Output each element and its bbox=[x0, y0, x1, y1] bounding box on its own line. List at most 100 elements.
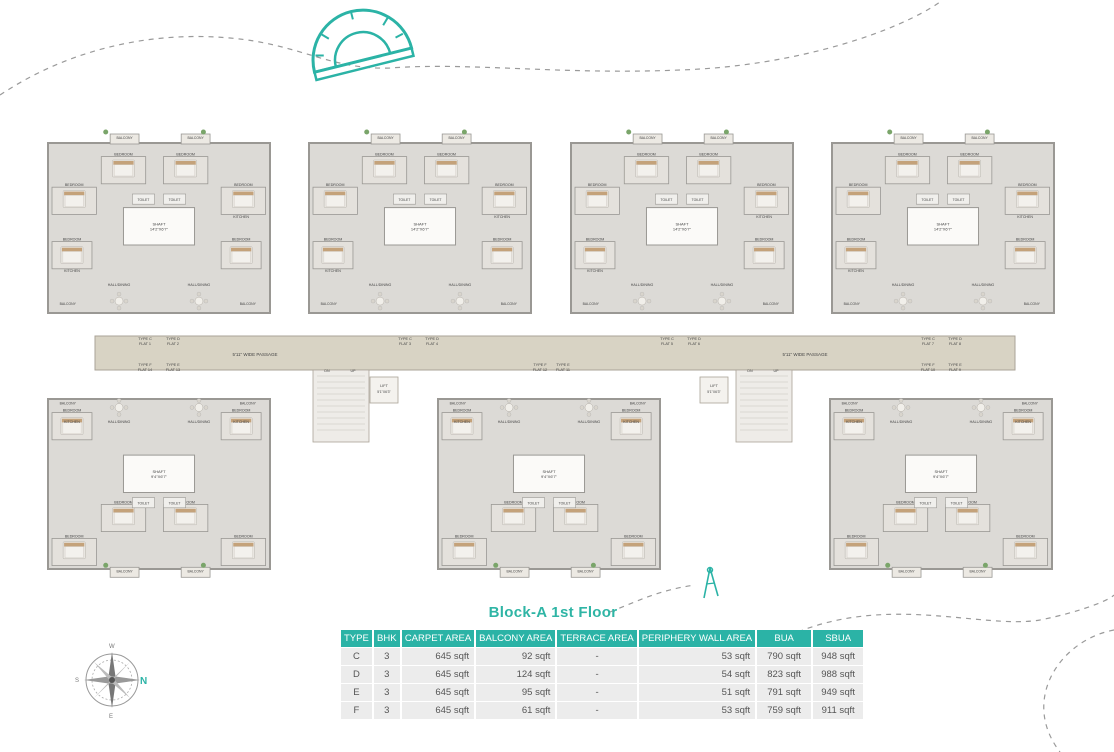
balcony-label: BALCONY bbox=[970, 569, 987, 573]
dining-chair bbox=[646, 298, 652, 304]
bedroom-label: BEDROOM bbox=[232, 409, 251, 413]
shaft-size: 9'4"X6'7" bbox=[541, 474, 558, 479]
bed-headboard bbox=[113, 508, 134, 513]
bed-headboard bbox=[492, 247, 513, 252]
bed-headboard bbox=[843, 418, 865, 423]
dining-chair bbox=[898, 412, 904, 417]
lift bbox=[699, 376, 729, 404]
balcony-label: BALCONY bbox=[711, 136, 728, 140]
table-cell: 645 sqft bbox=[401, 684, 475, 701]
bed-headboard bbox=[623, 542, 644, 547]
dining-chair bbox=[116, 412, 122, 417]
bedroom-label: BEDROOM bbox=[1016, 534, 1035, 538]
dining-chair bbox=[384, 298, 390, 304]
bed-sheet bbox=[844, 422, 864, 434]
bedroom-label: BEDROOM bbox=[588, 183, 607, 187]
balcony bbox=[180, 566, 211, 578]
bedroom-label: BEDROOM bbox=[699, 153, 718, 157]
dining-chair bbox=[116, 398, 122, 403]
shaft-label: SHAFT bbox=[542, 469, 556, 474]
bedroom-label: BEDROOM bbox=[455, 534, 474, 538]
compass-w: W bbox=[109, 644, 115, 650]
hall-label: HALL/DINING bbox=[972, 283, 995, 287]
balcony-label: BALCONY bbox=[449, 136, 466, 140]
dining-table bbox=[114, 403, 124, 412]
bed-headboard bbox=[754, 247, 775, 252]
plant bbox=[103, 129, 109, 135]
dining-chair bbox=[719, 305, 725, 311]
dining-chair bbox=[189, 298, 195, 304]
hall-label: HALL/DINING bbox=[578, 420, 601, 424]
dining-chair bbox=[980, 291, 986, 297]
balcony bbox=[109, 566, 140, 578]
bedroom-label: BEDROOM bbox=[757, 183, 776, 187]
bed-headboard bbox=[325, 191, 346, 196]
shaft bbox=[904, 454, 978, 494]
table-header-cell: TERRACE AREA bbox=[557, 630, 637, 647]
flat-number-tag: FLAT 4 bbox=[426, 342, 438, 346]
dining-chair bbox=[900, 305, 906, 311]
table-header-cell: TYPE bbox=[341, 630, 372, 647]
bed-headboard bbox=[64, 191, 85, 196]
bedroom-label: BEDROOM bbox=[65, 183, 84, 187]
balcony bbox=[441, 133, 472, 145]
flat-number-tag: FLAT 10 bbox=[921, 368, 935, 372]
toilet bbox=[914, 497, 937, 509]
dining-chair bbox=[905, 405, 911, 410]
table-cell: 3 bbox=[373, 666, 400, 683]
page-title: Block-A 1st Floor bbox=[488, 604, 618, 621]
plant bbox=[493, 562, 499, 568]
plant bbox=[364, 129, 370, 135]
dining-chair bbox=[506, 412, 512, 417]
dining-table bbox=[584, 403, 594, 412]
toilet-label: TOILET bbox=[920, 501, 932, 505]
kitchen-label: KITCHEN bbox=[454, 420, 470, 424]
balcony-label: BALCONY bbox=[116, 136, 133, 140]
bedroom-label: BEDROOM bbox=[1018, 183, 1037, 187]
flat-number-tag: FLAT 11 bbox=[556, 368, 570, 372]
table-cell: 823 sqft bbox=[757, 666, 812, 683]
stair-dn-label: DN bbox=[324, 369, 330, 373]
flat-type-tag: TYPE E bbox=[166, 363, 180, 367]
dining-chair bbox=[377, 291, 383, 297]
balcony-label: BALCONY bbox=[60, 402, 77, 406]
balcony-label: BALCONY bbox=[501, 302, 518, 306]
toilet-label: TOILET bbox=[528, 501, 540, 505]
bed-headboard bbox=[322, 247, 344, 252]
table-cell: - bbox=[557, 702, 637, 719]
hall-label: HALL/DINING bbox=[188, 420, 211, 424]
dining-chair bbox=[586, 398, 592, 403]
bed-sheet bbox=[757, 195, 776, 207]
stair-dn-label: DN bbox=[747, 369, 753, 373]
balcony-label: BALCONY bbox=[506, 569, 523, 573]
flat-number-tag: FLAT 14 bbox=[138, 368, 152, 372]
balcony bbox=[109, 133, 140, 145]
plant bbox=[984, 129, 990, 135]
stair-up-label: UP bbox=[774, 369, 780, 373]
table-cell: 53 sqft bbox=[638, 702, 756, 719]
dining-chair bbox=[987, 298, 993, 304]
bedroom-label: BEDROOM bbox=[114, 500, 133, 504]
table-header-cell: BUA bbox=[757, 630, 812, 647]
kitchen-label: KITCHEN bbox=[1015, 420, 1031, 424]
bed-sheet bbox=[234, 546, 253, 558]
table-cell: 790 sqft bbox=[757, 648, 812, 665]
dining-table bbox=[194, 403, 204, 412]
bedroom-label: BEDROOM bbox=[1014, 409, 1033, 413]
bedroom-label: BEDROOM bbox=[849, 183, 868, 187]
flat-number-tag: FLAT 8 bbox=[949, 342, 961, 346]
hall-label: HALL/DINING bbox=[108, 420, 131, 424]
balcony-label: BALCONY bbox=[116, 569, 133, 573]
dining-table bbox=[717, 296, 727, 306]
toilet-label: TOILET bbox=[953, 198, 965, 202]
toilet-label: TOILET bbox=[430, 198, 442, 202]
bedroom-label: BEDROOM bbox=[495, 183, 514, 187]
bed-headboard bbox=[1017, 191, 1038, 196]
bed-headboard bbox=[845, 247, 867, 252]
toilet bbox=[916, 193, 939, 205]
bed-headboard bbox=[233, 191, 254, 196]
bed-headboard bbox=[233, 542, 254, 547]
flat-type-tag: TYPE E bbox=[556, 363, 570, 367]
kitchen-label: KITCHEN bbox=[325, 269, 341, 273]
